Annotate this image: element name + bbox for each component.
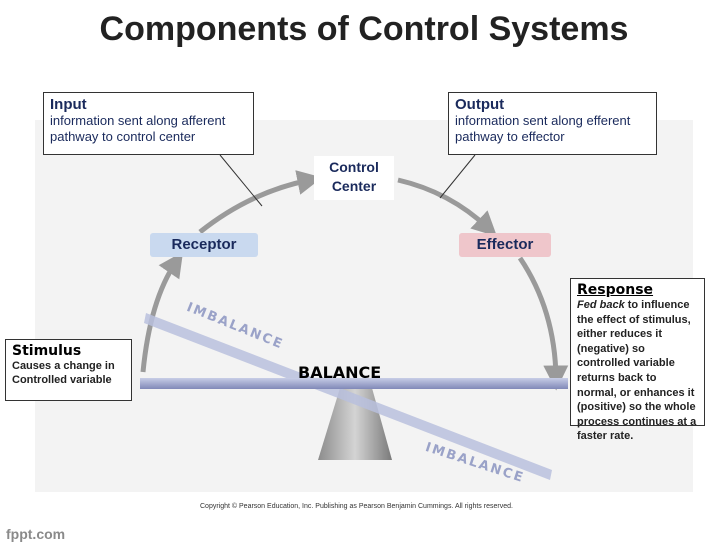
output-callout-line xyxy=(439,154,476,199)
stimulus-text: Causes a change in Controlled variable xyxy=(12,360,115,386)
control-center-line1: Control xyxy=(329,159,379,175)
input-text: information sent along afferent pathway … xyxy=(50,113,226,144)
effector-label: Effector xyxy=(459,233,551,257)
response-body: to influence the effect of stimulus, eit… xyxy=(577,299,697,443)
page-title: Components of Control Systems xyxy=(99,10,629,48)
response-heading: Response xyxy=(577,282,654,298)
output-callout: Output information sent along efferent p… xyxy=(448,92,657,155)
stimulus-callout: Stimulus Causes a change in Controlled v… xyxy=(5,339,132,401)
balance-label: BALANCE xyxy=(298,363,382,382)
response-text: Fed back to influence the effect of stim… xyxy=(577,298,698,444)
arrow-control-to-effector xyxy=(397,177,498,237)
copyright-notice: Copyright © Pearson Education, Inc. Publ… xyxy=(200,503,513,510)
control-center-line2: Center xyxy=(331,178,377,194)
arrow-effector-to-response xyxy=(517,256,569,391)
input-heading: Input xyxy=(50,96,87,113)
input-callout-line xyxy=(219,154,263,207)
arrow-receptor-to-control xyxy=(198,170,323,234)
output-heading: Output xyxy=(455,96,505,113)
receptor-label: Receptor xyxy=(150,233,258,257)
input-callout: Input information sent along afferent pa… xyxy=(43,92,254,155)
stimulus-heading: Stimulus xyxy=(12,343,82,359)
imbalance-beam xyxy=(144,313,552,480)
response-callout: Response Fed back to influence the effec… xyxy=(570,278,705,442)
watermark: fppt.com xyxy=(6,526,66,542)
arrow-stimulus-to-receptor xyxy=(140,251,184,373)
response-emph: Fed back xyxy=(577,299,625,311)
balance-beam xyxy=(140,378,568,389)
output-text: information sent along efferent pathway … xyxy=(455,113,631,144)
control-center-label: Control Center xyxy=(314,156,394,200)
